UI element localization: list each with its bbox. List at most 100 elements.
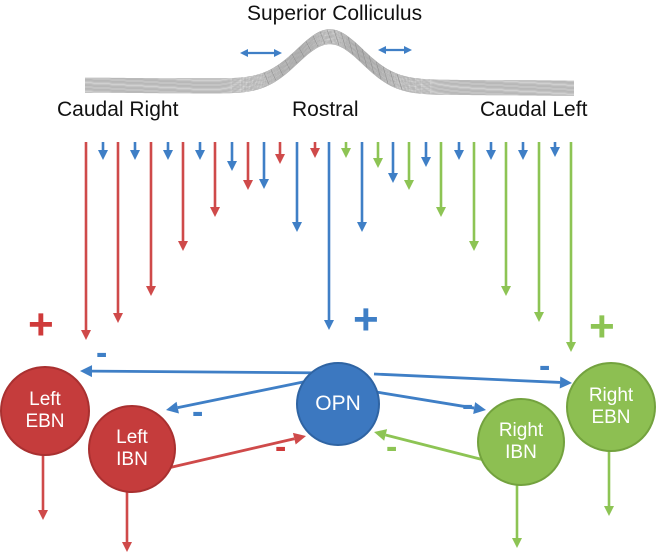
- sc-projection-arrow-16: [324, 142, 334, 330]
- right-ibn-to-opn-arrow: [374, 429, 485, 462]
- surface-grid-line: [396, 73, 403, 90]
- surface-contour-line: [85, 32, 574, 85]
- right-ibn-line2: IBN: [505, 442, 537, 463]
- minus-sign-left-ibn: -: [192, 393, 204, 431]
- sc-projection-arrow-24: [454, 142, 464, 160]
- plus-sign-green: +: [589, 302, 615, 351]
- sc-projection-arrow-10: [227, 142, 237, 171]
- surface-grid-line: [326, 29, 333, 44]
- sc-projection-arrow-27: [501, 142, 511, 296]
- sc-projection-arrow-13: [275, 142, 285, 164]
- sc-projection-arrow-2: [98, 142, 108, 160]
- sc-projection-arrow-23: [436, 142, 446, 217]
- surface-contour-line: [85, 37, 574, 90]
- minus-sign-left-ebn: -: [96, 334, 108, 372]
- sc-projection-arrow-9: [210, 142, 220, 217]
- surface-grid-line: [319, 31, 326, 45]
- left-ibn-line1: Left: [116, 427, 148, 449]
- surface-grid-line: [340, 32, 347, 50]
- sc-projection-arrow-4: [130, 142, 140, 160]
- right-ebn-line1: Right: [588, 385, 634, 407]
- double-arrow-left: [240, 49, 282, 57]
- surface-grid-line: [270, 69, 277, 81]
- sc-projection-arrow-7: [178, 142, 188, 251]
- surface-grid-line: [347, 36, 354, 55]
- surface-grid-line: [305, 41, 312, 52]
- opn-to-right-ibn-arrow: [369, 389, 486, 414]
- left-ebn-node: Left EBN: [0, 366, 90, 456]
- sc-projection-arrow-19: [373, 142, 383, 168]
- surface-contour-line: [85, 40, 574, 93]
- sc-projection-arrow-20: [388, 142, 398, 183]
- surface-grid-line: [263, 72, 270, 85]
- right-ibn-output-arrow: [512, 482, 522, 548]
- surface-grid-line: [284, 59, 291, 70]
- diagram-title: Superior Colliculus: [247, 2, 423, 25]
- surface-grid-line: [312, 35, 319, 47]
- minus-sign-right-ibn: -: [462, 386, 474, 424]
- surface-contour-line: [85, 34, 574, 87]
- surface-contour-line: [85, 42, 574, 95]
- left-ebn-line1: Left: [29, 389, 61, 411]
- surface-grid-line: [277, 65, 284, 76]
- left-ibn-to-opn-arrow: [167, 432, 306, 470]
- opn-to-right-ebn-arrow: [373, 372, 572, 389]
- surface-contour-line: [85, 38, 574, 91]
- opn-label: OPN: [315, 391, 361, 415]
- surface-contour-line: [85, 35, 574, 88]
- surface-contour-line: [85, 41, 574, 94]
- plus-sign-red: +: [28, 300, 54, 349]
- sc-projection-arrow-15: [310, 142, 320, 158]
- sc-projection-arrow-14: [292, 142, 302, 232]
- surface-contour-line: [85, 39, 574, 92]
- opn-node: OPN: [296, 362, 380, 446]
- surface-contour-line: [85, 33, 574, 86]
- sc-projection-arrow-22: [421, 142, 431, 167]
- plus-sign-blue: +: [353, 295, 379, 344]
- left-ibn-node: Left IBN: [88, 405, 176, 493]
- sc-projection-arrow-21: [404, 142, 414, 190]
- caudal-left-label: Caudal Left: [480, 98, 588, 121]
- surface-grid-line: [368, 55, 375, 74]
- minus-sign-opn-green: -: [386, 428, 398, 466]
- rostral-label: Rostral: [292, 98, 359, 121]
- left-ibn-output-arrow: [122, 489, 132, 552]
- right-ibn-line1: Right: [498, 420, 544, 442]
- opn-to-left-ibn-arrow: [166, 379, 309, 414]
- surface-grid-line: [382, 66, 389, 84]
- surface-contour-line: [85, 31, 574, 84]
- sc-projection-arrow-29: [534, 142, 544, 322]
- surface-contour-line: [85, 39, 574, 93]
- surface-grid-line: [298, 47, 305, 58]
- surface-contour-line: [85, 30, 574, 84]
- sc-projection-arrow-11: [243, 142, 253, 190]
- sc-projection-arrow-6: [163, 142, 173, 160]
- surface-grid-line: [333, 29, 340, 46]
- sc-projection-arrow-17: [341, 142, 351, 158]
- sc-projection-arrow-12: [259, 142, 269, 189]
- sc-projection-arrow-30: [550, 142, 560, 157]
- sc-projection-arrow-31: [566, 142, 576, 352]
- right-ebn-node: Right EBN: [566, 362, 656, 452]
- surface-contour-line: [85, 29, 574, 82]
- right-ebn-line2: EBN: [591, 407, 631, 428]
- colliculus-surface: [85, 29, 574, 96]
- caudal-right-label: Caudal Right: [57, 98, 179, 121]
- surface-grid-line: [361, 48, 368, 68]
- surface-grid-line: [354, 42, 361, 62]
- sc-projection-arrow-5: [146, 142, 156, 296]
- double-arrow-right: [378, 46, 412, 54]
- sc-projection-arrow-26: [486, 142, 496, 160]
- surface-contour-line: [85, 43, 574, 96]
- left-ebn-line2: EBN: [25, 411, 65, 432]
- sc-projection-arrow-8: [195, 142, 205, 160]
- opn-to-left-ebn-arrow: [80, 365, 337, 378]
- sc-projection-arrow-18: [357, 142, 367, 232]
- surface-grid-line: [291, 53, 298, 64]
- surface-grid-line: [389, 70, 396, 88]
- left-ebn-output-arrow: [38, 452, 48, 520]
- sc-projection-arrow-25: [469, 142, 479, 251]
- minus-sign-right-ebn: -: [539, 347, 551, 385]
- left-ibn-line2: IBN: [116, 449, 148, 470]
- sc-projection-arrow-1: [81, 142, 91, 340]
